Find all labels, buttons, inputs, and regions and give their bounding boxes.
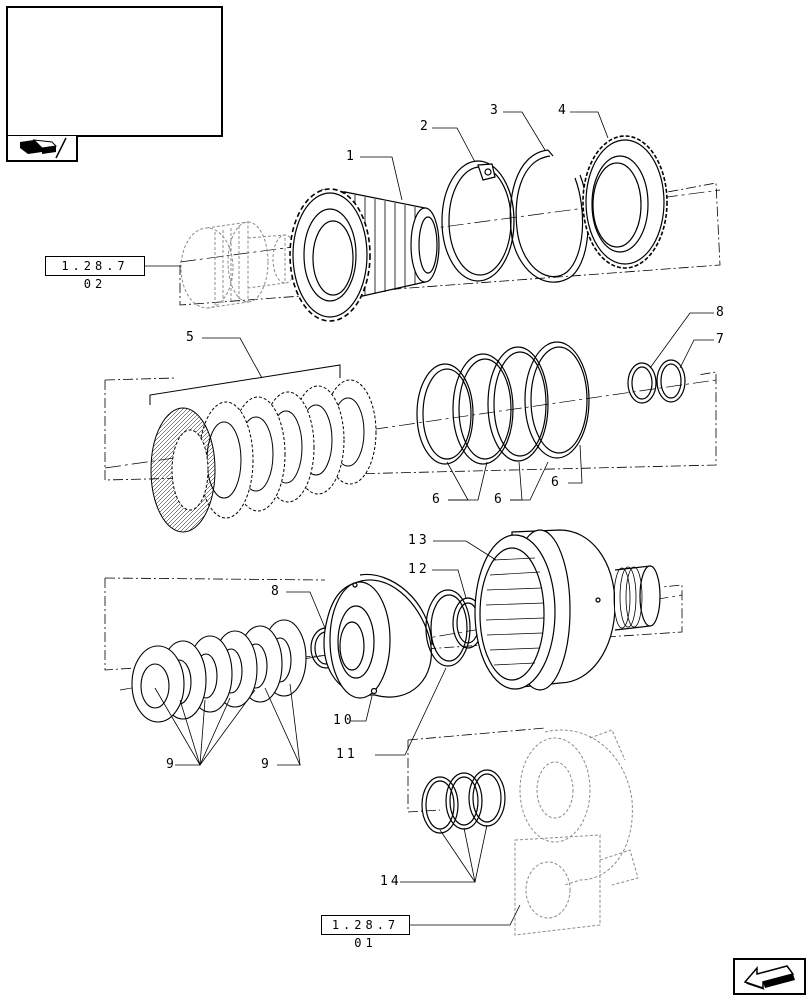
thumbnail-frame [6,6,223,137]
part-9-washers [131,619,307,723]
ghost-shaft-part [180,221,298,309]
callout-6-a: 6 [432,492,443,507]
part-14-rings [421,769,506,834]
book-icon [20,137,67,159]
callout-7: 7 [716,332,727,347]
ghost-housing-part [514,729,639,936]
part-4-gear-ring [582,135,668,269]
callout-6-c: 6 [551,475,562,490]
callout-8-upper: 8 [716,305,727,320]
callout-9-right: 9 [261,757,272,772]
reference-link-top[interactable]: 1.28.7 02 [45,256,145,291]
part-13-clutch-drum [474,529,661,691]
callout-9-left: 9 [166,757,177,772]
callout-2: 2 [420,119,431,134]
callout-14: 14 [380,874,402,889]
callout-4: 4 [558,103,569,118]
part-5-clutch-disc-pack [149,364,377,533]
part-7-8-small-rings [627,359,686,404]
callout-8-lower: 8 [271,584,282,599]
part-6-piston-rings [416,341,590,465]
next-page-arrow-icon [743,965,795,990]
callout-12: 12 [408,562,430,577]
group-frames [104,182,721,813]
callout-1: 1 [346,149,357,164]
callout-5: 5 [186,330,197,345]
callout-6-b: 6 [494,492,505,507]
part-1-gear-hub [289,188,440,322]
leader-lines [145,111,714,926]
callout-11: 11 [336,747,358,762]
callout-13: 13 [408,533,430,548]
next-page-button[interactable] [733,958,806,995]
part-10-piston [323,573,433,699]
callout-10: 10 [333,713,355,728]
part-11-12-seal-rings [425,589,484,667]
part-2-snap-ring [441,160,515,282]
callout-3: 3 [490,103,501,118]
section-tab[interactable] [6,136,78,162]
reference-link-bottom[interactable]: 1.28.7 01 [321,915,410,950]
